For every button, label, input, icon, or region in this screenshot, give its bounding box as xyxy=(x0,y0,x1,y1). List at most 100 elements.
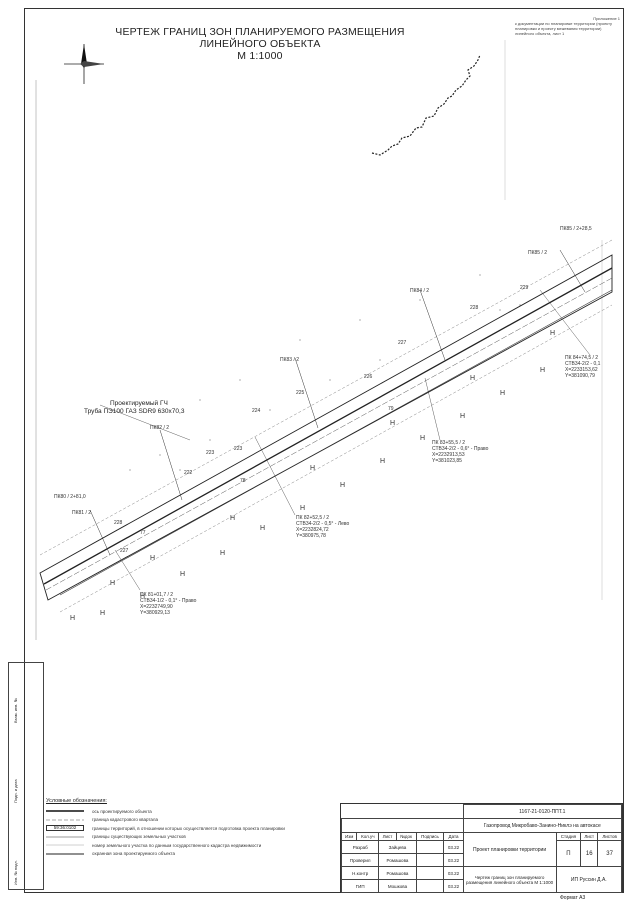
point-label: ПК 83+55,5 / 2 СТВ34-2/2 - 0,6° - Право … xyxy=(432,440,488,464)
point-picket: ПК 84+74,5 / 2 xyxy=(565,355,599,361)
picket-label: ПК80 / 2+81,0 xyxy=(54,494,86,500)
svg-text:H: H xyxy=(150,555,155,562)
svg-text:H: H xyxy=(340,482,345,489)
point-picket: ПК 81+01,7 / 2 xyxy=(140,592,174,598)
point-y: Y=380975,78 xyxy=(296,533,326,539)
point-x: X=2232749,90 xyxy=(140,604,173,610)
appendix-note: Приложение 1 к документации по планировк… xyxy=(515,16,620,36)
contour-label: 222 xyxy=(184,470,193,476)
stamp-col-head: Изм xyxy=(340,832,358,841)
legend: Условные обозначения: ось проектируемого… xyxy=(46,798,296,858)
contour-label: 78 xyxy=(240,478,246,484)
stamp-sheet-head: Лист xyxy=(580,832,599,841)
legend-zone-symbol xyxy=(46,853,84,855)
stamp-col-head: Дата xyxy=(443,832,464,841)
stamp-name: Ромашова xyxy=(378,866,417,880)
picket-label: ПК84 / 2 xyxy=(410,288,430,294)
contour-label: 228 xyxy=(114,520,123,526)
svg-text:H: H xyxy=(110,580,115,587)
svg-text:H: H xyxy=(140,593,145,600)
contour-label: 224 xyxy=(252,408,261,414)
point-picket: ПК 82+52,5 / 2 xyxy=(296,515,330,521)
stamp-drawing: Чертеж границ зон планируемого размещени… xyxy=(462,866,557,893)
legend-item: номер земельного участка по данным госуд… xyxy=(46,841,296,850)
picket-label: ПК85 / 2+28,5 xyxy=(560,226,592,232)
contour-label: 227 xyxy=(398,340,407,346)
stamp-date: 03.22 xyxy=(443,879,464,893)
legend-title: Условные обозначения: xyxy=(46,798,107,804)
contour-label: 79 xyxy=(388,406,394,412)
appendix-text: к документации по планировке территории … xyxy=(515,21,612,36)
stamp-name: Мошкова xyxy=(378,879,417,893)
svg-text:H: H xyxy=(420,435,425,442)
stamp-role: ГИП xyxy=(340,879,380,893)
legend-item: 59:36:0102 границы территорий, в отношен… xyxy=(46,824,296,833)
point-label: ПК 82+52,5 / 2 СТВ34-2/2 - 0,5° - Лево X… xyxy=(296,515,349,539)
point-y: Y=381023,85 xyxy=(432,458,462,464)
legend-number-symbol xyxy=(46,845,84,846)
legend-text: границы существующих земельных участков xyxy=(92,834,186,840)
point-label: ПК 81+01,7 / 2 СТВ34-1/2 - 0,1° - Право … xyxy=(140,592,196,616)
legend-item: охранная зона проектируемого объекта xyxy=(46,850,296,859)
title-line-1: ЧЕРТЕЖ ГРАНИЦ ЗОН ПЛАНИРУЕМОГО РАЗМЕЩЕНИ… xyxy=(115,26,405,50)
title-scale: М 1:1000 xyxy=(237,50,283,62)
legend-territory-symbol: 59:36:0102 xyxy=(46,825,84,832)
picket-label: ПК83 / 2 xyxy=(280,357,300,363)
point-angle: СТВ34-2/2 - 0,6° - Право xyxy=(432,446,489,452)
contour-label: 223 xyxy=(234,446,243,452)
svg-text:H: H xyxy=(230,515,235,522)
side-stamp-text: Подп. и дата xyxy=(13,779,18,803)
pipe-label-title: Проектируемый ГЧ xyxy=(110,400,168,407)
point-angle: СТВ34-2/2 - 0,5° - Лево xyxy=(296,521,350,527)
legend-text: ось проектируемого объекта xyxy=(92,808,152,814)
stamp-col-head: Лист xyxy=(378,832,397,841)
picket-label: ПК82 / 2 xyxy=(150,425,170,431)
stamp-col-head: Подпись xyxy=(415,832,445,841)
stamp-date: 03.22 xyxy=(443,840,464,854)
svg-text:H: H xyxy=(380,458,385,465)
stamp-stage-head: Стадия xyxy=(555,832,582,841)
legend-item: ось проектируемого объекта xyxy=(46,807,296,816)
stamp-col-head: Кол.уч xyxy=(356,832,380,841)
contour-label: 226 xyxy=(364,374,373,380)
legend-quarter-symbol xyxy=(46,819,84,821)
stamp-stage: П xyxy=(555,840,582,867)
side-stamp: Взам. инв. № Подп. и дата Инв. № подл. xyxy=(8,662,44,890)
contour-label: 228 xyxy=(470,305,479,311)
svg-text:H: H xyxy=(550,330,555,337)
legend-text: охранная зона проектируемого объекта xyxy=(92,851,175,857)
svg-text:H: H xyxy=(220,550,225,557)
north-arrow-icon xyxy=(64,44,104,84)
contour-label: 223 xyxy=(206,450,215,456)
stamp-sheets-head: Листов xyxy=(597,832,622,841)
point-picket: ПК 83+55,5 / 2 xyxy=(432,440,466,446)
stamp-sheet: 16 xyxy=(580,840,599,867)
stamp-date: 03.22 xyxy=(443,853,464,867)
stamp-col-head: №док xyxy=(395,832,417,841)
stamp-sheets: 37 xyxy=(597,840,622,867)
legend-text: границы территорий, в отношении которых … xyxy=(92,825,285,831)
stamp-company: ИП Руссин Д.А. xyxy=(555,866,623,893)
point-y: Y=380929,13 xyxy=(140,610,170,616)
point-x: X=2233153,62 xyxy=(565,367,598,373)
stamp-role: Разраб xyxy=(340,840,380,854)
stamp-role: Проверил xyxy=(340,853,380,867)
svg-text:H: H xyxy=(260,525,265,532)
side-stamp-text: Инв. № подл. xyxy=(13,860,18,885)
pipe-label: Проектируемый ГЧ Труба ПЭ100 ГАЗ SDR9 63… xyxy=(84,400,184,416)
stamp-name: Ромашова xyxy=(378,853,417,867)
side-stamp-text: Взам. инв. № xyxy=(13,698,18,723)
svg-text:H: H xyxy=(310,465,315,472)
drawing-title: ЧЕРТЕЖ ГРАНИЦ ЗОН ПЛАНИРУЕМОГО РАЗМЕЩЕНИ… xyxy=(90,26,430,62)
contour-label: 225 xyxy=(296,390,305,396)
stamp-object: Газопровод Микробаво-Занино-Никлэ на авт… xyxy=(462,818,623,833)
stamp-project: Проект планировки территории xyxy=(462,832,557,867)
legend-text: граница кадастрового квартала xyxy=(92,817,158,823)
stamp-name: Зайцева xyxy=(378,840,417,854)
stamp-date: 03.22 xyxy=(443,866,464,880)
point-x: X=2232913,53 xyxy=(432,452,465,458)
point-x: X=2232824,72 xyxy=(296,527,329,533)
svg-text:H: H xyxy=(180,571,185,578)
contour-label: 229 xyxy=(520,285,529,291)
